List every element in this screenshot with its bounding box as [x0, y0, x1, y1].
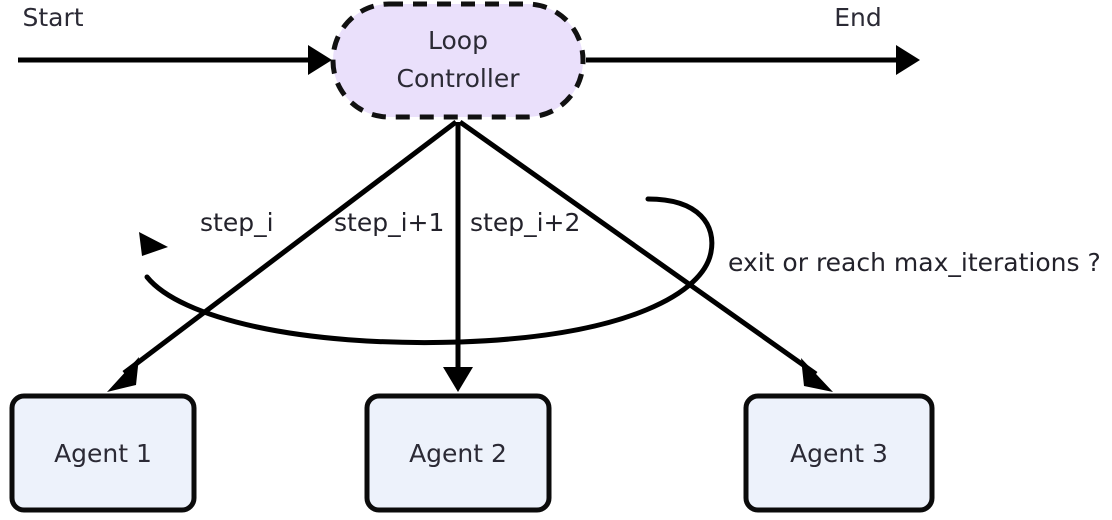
feedback-curve-arrowhead — [139, 232, 168, 256]
agent-2-label: Agent 2 — [409, 439, 507, 468]
agent-1-shape[interactable] — [9, 393, 197, 513]
loop-controller-shape[interactable] — [330, 1, 586, 120]
agent-2-shape[interactable] — [364, 393, 552, 513]
node-agent-1[interactable]: Agent 1 — [9, 393, 197, 513]
edge-feedback-loop — [139, 196, 715, 346]
agent-2-edge-arrowhead — [443, 367, 473, 392]
edge-label-step-i: step_i — [200, 208, 274, 237]
agent-3-edge-line — [458, 119, 818, 377]
end-label: End — [834, 3, 882, 32]
node-loop-controller[interactable]: Loop Controller — [330, 1, 586, 120]
edge-controller-to-agent-1 — [107, 120, 458, 392]
loop-controller-label-line2: Controller — [397, 64, 521, 93]
loop-controller-label-line1: Loop — [428, 26, 488, 55]
start-label: Start — [22, 3, 83, 32]
edge-controller-to-agent-3 — [458, 119, 833, 392]
start-edge-arrowhead — [308, 45, 332, 75]
agent-3-shape[interactable] — [743, 393, 935, 513]
node-agent-3[interactable]: Agent 3 — [743, 393, 935, 513]
agent-1-label: Agent 1 — [54, 439, 152, 468]
node-agent-2[interactable]: Agent 2 — [364, 393, 552, 513]
agent-1-edge-line — [122, 120, 458, 375]
edge-label-step-i-plus-1: step_i+1 — [334, 208, 444, 237]
feedback-curve-path — [144, 196, 715, 346]
edge-start-to-controller — [18, 45, 332, 75]
edge-label-exit-condition: exit or reach max_iterations ? — [728, 248, 1101, 277]
edge-controller-to-agent-2 — [443, 122, 473, 392]
end-edge-arrowhead — [896, 45, 920, 75]
agent-1-edge-arrowhead — [107, 357, 139, 392]
edge-controller-to-end — [586, 45, 920, 75]
edge-label-step-i-plus-2: step_i+2 — [470, 208, 580, 237]
agent-3-edge-arrowhead — [801, 358, 833, 392]
agent-3-label: Agent 3 — [790, 439, 888, 468]
